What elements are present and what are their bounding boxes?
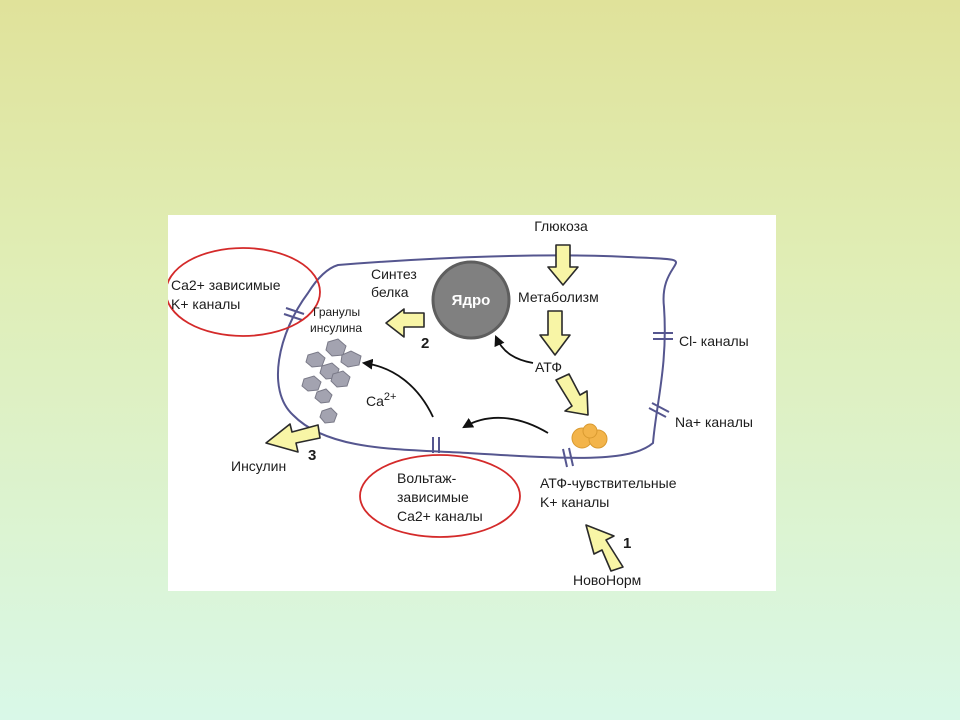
metabolism-arrow [539,310,571,356]
label-novonorm: НовоНорм [573,572,641,588]
channel-cl [653,332,673,340]
atp-to-nucleus-arrow [494,335,534,364]
label-atp: АТФ [535,359,562,375]
insulin-release-arrow [265,423,321,453]
label-insulin: Инсулин [231,458,286,474]
label-ca: Ca2+ [366,391,396,409]
nucleus [431,260,511,340]
channel-voltage-ca [432,437,440,453]
channel-atp-k [562,447,574,468]
insulin-granules [301,338,362,424]
cell-membrane [276,254,677,459]
label-voltage-3: Ca2+ каналы [397,508,483,524]
label-ca-dependent-k-2: K+ каналы [171,296,240,312]
label-na-channels: Na+ каналы [675,414,753,430]
channel-ca-dependent-k [283,307,305,321]
ca-to-granules-arrow [361,358,434,418]
atp-arrow [555,373,589,416]
nucleus-label: Ядро [452,292,491,309]
label-protein-synthesis-2: белка [371,284,409,300]
label-cl-channels: Cl- каналы [679,333,749,349]
beta-cell-diagram: Ядро Глюкоза Метаболизм Синтез белка Гра… [168,215,776,591]
step-number-2: 2 [421,335,429,352]
atp-receptor [571,423,608,449]
label-atp-k-1: АТФ-чувствительные [540,475,677,491]
label-atp-k-2: K+ каналы [540,494,609,510]
label-metabolism: Метаболизм [518,289,599,305]
label-protein-synthesis-1: Синтез [371,266,417,282]
label-ca-dependent-k-1: Ca2+ зависимые [171,277,281,293]
step-number-3: 3 [308,447,316,464]
protein-synthesis-arrow [385,308,425,338]
label-glucose: Глюкоза [534,218,588,234]
depolarization-arrow [462,416,549,434]
channel-na [648,402,670,418]
label-voltage-1: Вольтаж- [397,470,457,486]
novonorm-arrow [585,524,624,572]
highlight-ring-voltage-ca [359,454,521,538]
highlight-ring-ca-dependent-k [168,247,321,337]
label-granules-1: Гранулы [313,305,360,319]
step-number-1: 1 [623,535,631,552]
label-granules-2: инсулина [310,321,362,335]
label-voltage-2: зависимые [397,489,469,505]
diagram-canvas: Ядро Глюкоза Метаболизм Синтез белка Гра… [168,218,753,588]
glucose-arrow [547,244,579,286]
